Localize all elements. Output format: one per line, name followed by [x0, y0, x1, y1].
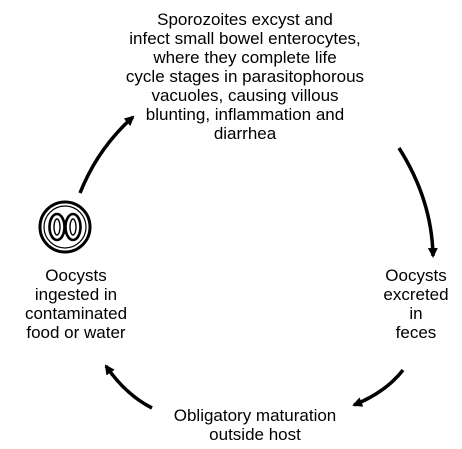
label-line: where they complete life [80, 48, 410, 67]
label-line: diarrhea [80, 124, 410, 143]
label-line: blunting, inflammation and [80, 105, 410, 124]
stage-sporozoites-label: Sporozoites excyst and infect small bowe… [80, 10, 410, 143]
oocyst-icon [40, 202, 90, 252]
stage-maturation-label: Obligatory maturation outside host [120, 406, 390, 444]
label-line: infect small bowel enterocytes, [80, 29, 410, 48]
label-line: food or water [0, 323, 152, 342]
arrow-top-to-right [399, 148, 433, 256]
label-line: Obligatory maturation [120, 406, 390, 425]
label-line: cycle stages in parasitophorous [80, 67, 410, 86]
label-line: Oocysts [0, 266, 152, 285]
label-line: feces [370, 323, 462, 342]
label-line: outside host [120, 425, 390, 444]
label-line: contaminated [0, 304, 152, 323]
label-line: ingested in [0, 285, 152, 304]
stage-excreted-label: Oocysts excreted in feces [370, 266, 462, 342]
label-line: excreted [370, 285, 462, 304]
label-line: in [370, 304, 462, 323]
label-line: Oocysts [370, 266, 462, 285]
stage-ingested-label: Oocysts ingested in contaminated food or… [0, 266, 152, 342]
label-line: Sporozoites excyst and [80, 10, 410, 29]
arrow-bottom-to-left [106, 366, 152, 408]
arrow-right-to-bottom [354, 370, 403, 405]
label-line: vacuoles, causing villous [80, 86, 410, 105]
